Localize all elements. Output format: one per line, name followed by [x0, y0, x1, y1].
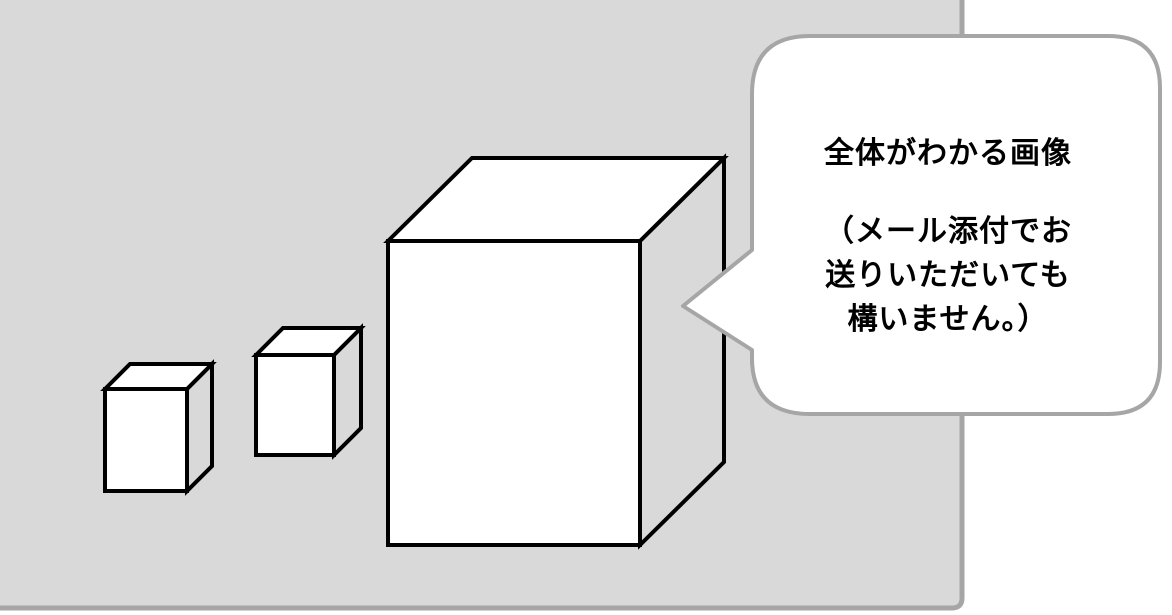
callout-title: 全体がわかる画像 [824, 136, 1072, 171]
callout-note-line-3: 構いません。） [847, 302, 1049, 337]
speech-bubble [681, 34, 1162, 416]
cube-large-front [386, 239, 642, 547]
cube-medium-front [254, 353, 336, 457]
cube-medium [251, 323, 366, 460]
callout-note-line-2: 送りいただいても [825, 258, 1071, 293]
cube-small-front [103, 387, 189, 493]
cube-large [383, 153, 729, 550]
callout-text: 全体がわかる画像 （メール添付でお 送りいただいても 構いません。） [778, 132, 1118, 342]
callout-spacer [778, 176, 1118, 210]
cube-small [100, 359, 217, 496]
callout-note-line-1: （メール添付でお [824, 214, 1072, 249]
